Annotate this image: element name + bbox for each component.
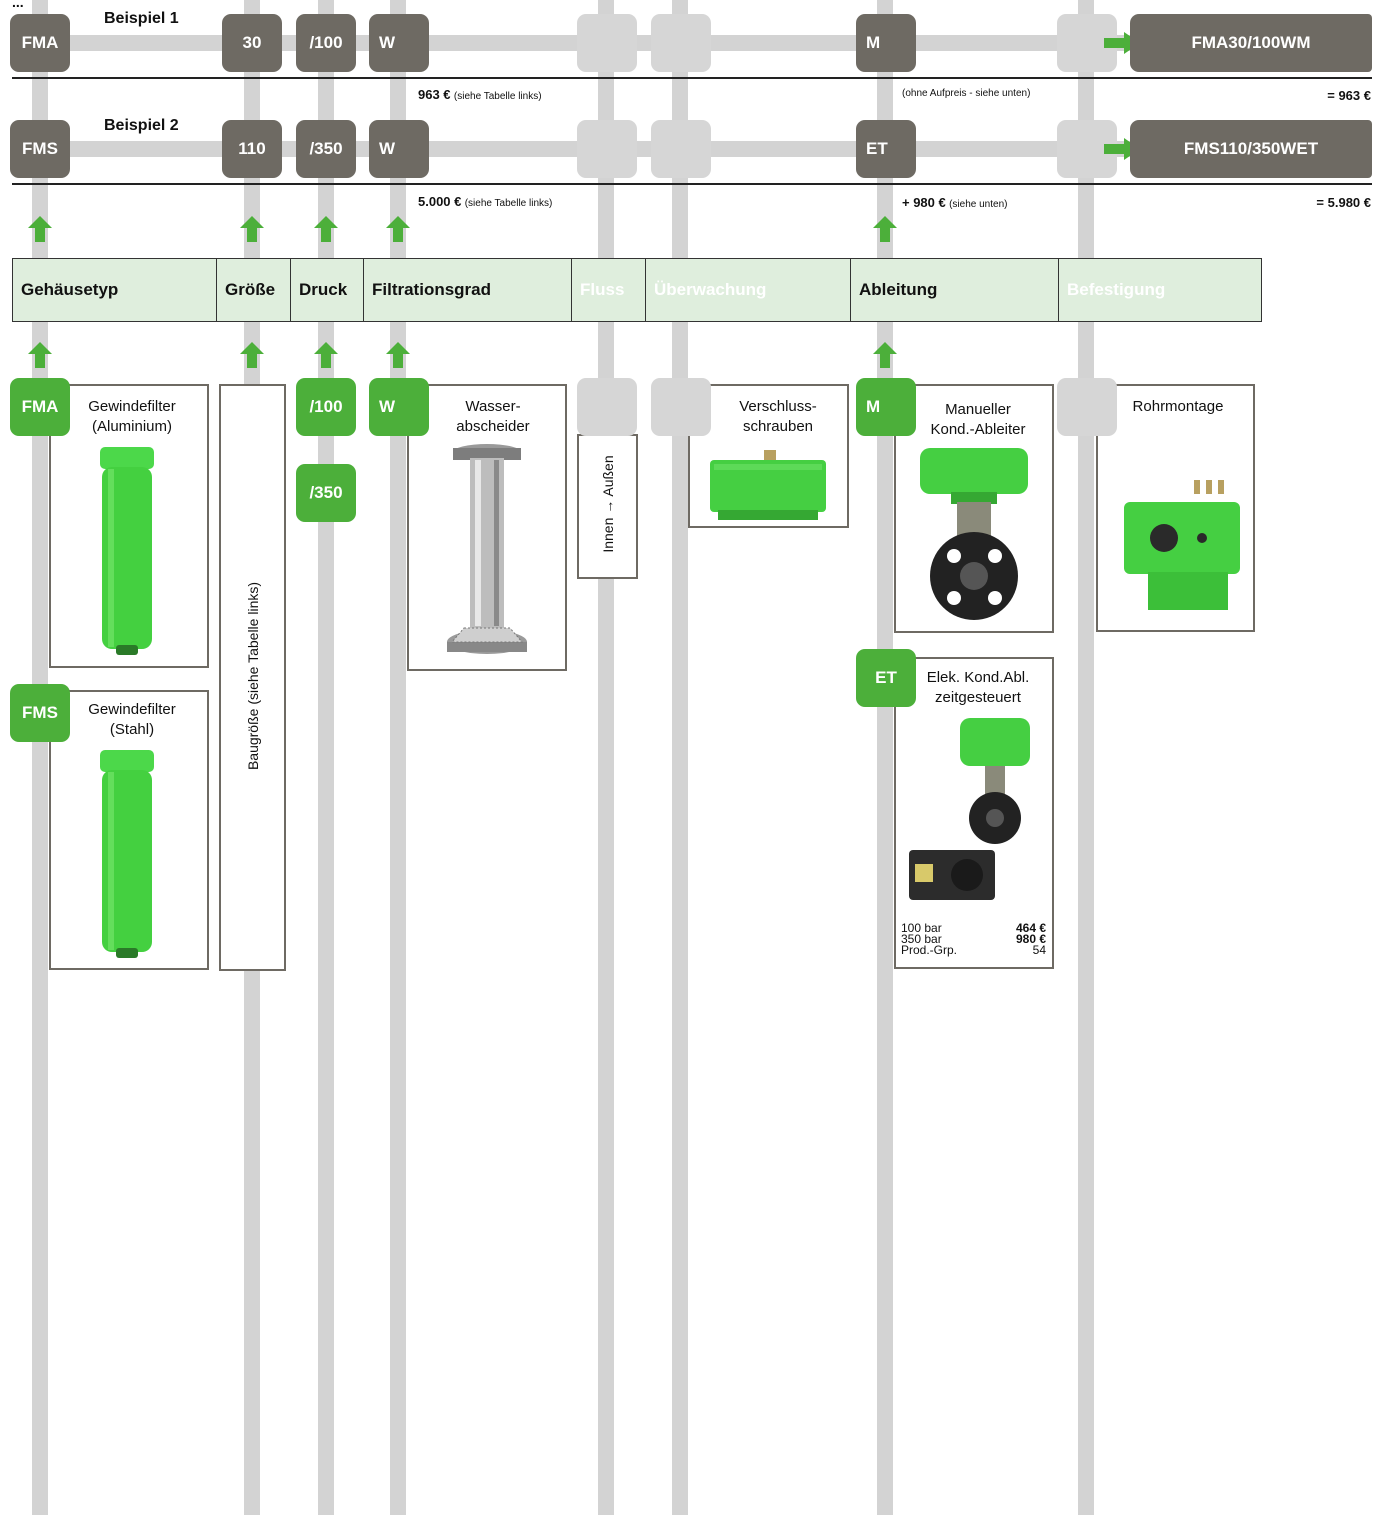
option-badge-et[interactable]: ET: [856, 649, 916, 707]
option-title-fms: Gewindefilter (Stahl): [72, 700, 192, 740]
screw-plug-image: [708, 450, 828, 522]
filter-housing-aluminium-image: [98, 447, 156, 657]
option-badge-pressure-350[interactable]: /350: [296, 464, 356, 522]
header-monitoring: Überwachung: [646, 259, 851, 321]
example1-size-badge: 30: [222, 14, 282, 72]
example2-filtration-price: 5.000 € (siehe Tabelle links): [418, 194, 552, 209]
size-text: Baugröße (siehe Tabelle links): [245, 576, 261, 776]
header-pressure: Druck: [291, 259, 364, 321]
up-arrow-icon-housing: [28, 216, 52, 242]
up-arrow-icon-filtration-2: [386, 342, 410, 368]
header-mounting: Befestigung: [1059, 259, 1261, 321]
flow-text: Innen → Außen: [600, 444, 616, 564]
manual-drain-valve-image: [915, 448, 1033, 628]
example1-monitoring-badge: [651, 14, 711, 72]
option-badge-fma[interactable]: FMA: [10, 378, 70, 436]
option-title-monitoring: Verschluss- schrauben: [708, 397, 848, 437]
option-badge-monitoring[interactable]: [651, 378, 711, 436]
example2-drain-badge: ET: [856, 120, 916, 178]
header-housing: Gehäusetyp: [13, 259, 217, 321]
option-title-mounting: Rohrmontage: [1118, 397, 1238, 417]
header-size: Größe: [217, 259, 291, 321]
example2-size-badge: 110: [222, 120, 282, 178]
example2-monitoring-badge: [651, 120, 711, 178]
example1-pressure-badge: /100: [296, 14, 356, 72]
example2-label: Beispiel 2: [104, 117, 179, 135]
option-badge-m[interactable]: M: [856, 378, 916, 436]
option-badge-fms[interactable]: FMS: [10, 684, 70, 742]
up-arrow-icon-size-2: [240, 342, 264, 368]
up-arrow-icon-filtration: [386, 216, 410, 242]
example2-total: = 5.980 €: [1316, 195, 1371, 210]
example2-filtration-badge: W: [369, 120, 429, 178]
electric-drain-valve-image: [905, 718, 1035, 916]
example1-flow-badge: [577, 14, 637, 72]
filter-housing-steel-image: [98, 750, 156, 960]
example2-pressure-badge: /350: [296, 120, 356, 178]
example1-housing-badge: FMA: [10, 14, 70, 72]
column-line-monitoring: [672, 0, 688, 1515]
example1-filtration-price: 963 € (siehe Tabelle links): [418, 87, 542, 102]
up-arrow-icon-size: [240, 216, 264, 242]
example2-result: FMS110/350WET: [1130, 120, 1372, 178]
example1-drain-price-note: (ohne Aufpreis - siehe unten): [902, 88, 1030, 99]
example1-label: Beispiel 1: [104, 10, 179, 28]
example1-separator: [12, 77, 1372, 79]
up-arrow-icon-drain: [873, 216, 897, 242]
example1-total: = 963 €: [1327, 88, 1371, 103]
column-line-mounting: [1078, 0, 1094, 1515]
example1-filtration-badge: W: [369, 14, 429, 72]
option-badge-w[interactable]: W: [369, 378, 429, 436]
pipe-mounting-image: [1118, 480, 1246, 612]
option-title-m: Manueller Kond.-Ableiter: [913, 400, 1043, 440]
top-caption: ...: [12, 0, 24, 10]
option-badge-flow[interactable]: [577, 378, 637, 436]
example2-flow-badge: [577, 120, 637, 178]
example1-drain-badge: M: [856, 14, 916, 72]
up-arrow-icon-housing-2: [28, 342, 52, 368]
example2-housing-badge: FMS: [10, 120, 70, 178]
example2-separator: [12, 183, 1372, 185]
option-badge-pressure-100[interactable]: /100: [296, 378, 356, 436]
column-line-flow: [598, 0, 614, 1515]
up-arrow-icon-pressure-2: [314, 342, 338, 368]
option-title-et: Elek. Kond.Abl. zeitgesteuert: [913, 668, 1043, 708]
price-row-product-group: Prod.-Grp.54: [901, 945, 1046, 956]
option-title-fma: Gewindefilter (Aluminium): [72, 397, 192, 437]
up-arrow-icon-drain-2: [873, 342, 897, 368]
example1-result: FMA30/100WM: [1130, 14, 1372, 72]
header-filtration: Filtrationsgrad: [364, 259, 572, 321]
header-flow: Fluss: [572, 259, 646, 321]
option-title-w: Wasser- abscheider: [428, 397, 558, 437]
header-drain: Ableitung: [851, 259, 1059, 321]
example2-drain-price: + 980 € (siehe unten): [902, 195, 1007, 210]
water-separator-image: [442, 442, 532, 664]
category-header: Gehäusetyp Größe Druck Filtrationsgrad F…: [12, 258, 1262, 322]
option-badge-mounting[interactable]: [1057, 378, 1117, 436]
up-arrow-icon-pressure: [314, 216, 338, 242]
